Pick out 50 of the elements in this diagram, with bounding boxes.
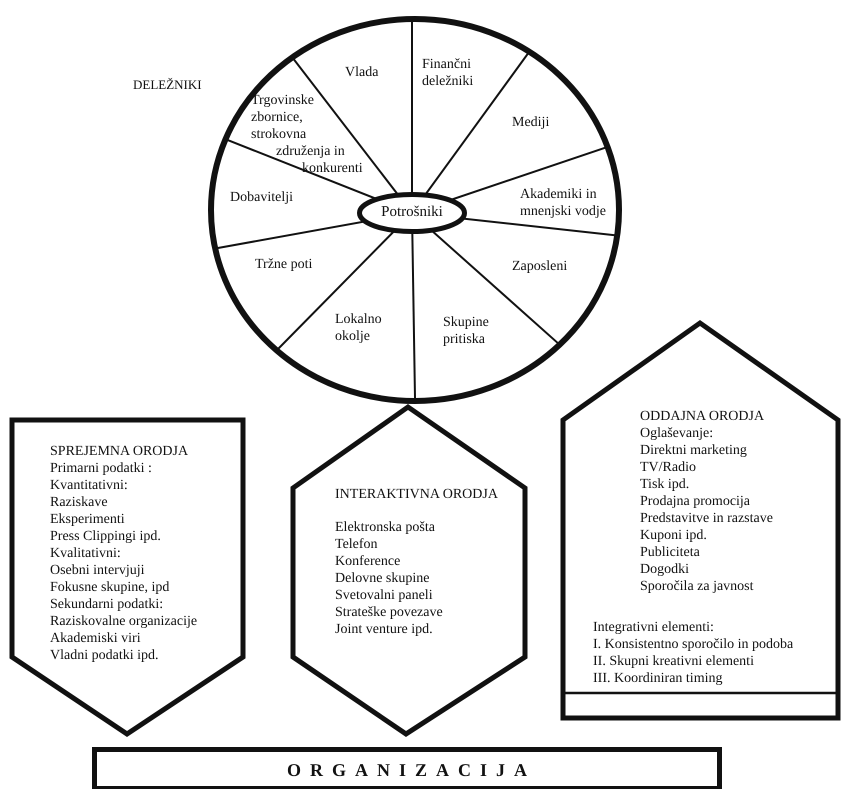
segment-label: Dobavitelji [230,190,293,205]
list-item: Tisk ipd. [640,476,690,493]
segment-label: Zaposleni [512,259,568,274]
list-item: Elektronska pošta [335,519,435,536]
segment-label: Tržne poti [255,257,312,272]
list-item: Joint venture ipd. [335,621,433,638]
list-item: Prodajna promocija [640,493,750,510]
list-item: Primarni podatki : [50,460,152,477]
list-item: Konference [335,553,400,570]
list-item: II. Skupni kreativni elementi [593,653,754,670]
list-item: Vladni podatki ipd. [50,647,158,664]
list-item: Delovne skupine [335,570,430,587]
list-item: Osebni intervjuji [50,562,144,579]
list-item: Kvantitativni: [50,477,128,494]
bar-label: ORGANIZACIJA [286,762,537,779]
segment-label: Akademiki in mnenjski vodje [520,187,606,219]
list-item: Integrativni elementi: [593,619,714,636]
section-heading: ODDAJNA ORODJA [640,408,764,425]
hub-label: Potrošniki [380,204,444,221]
list-item: Svetovalni paneli [335,587,433,604]
list-item: Sporočila za javnost [640,578,754,595]
list-item: Akademiski viri [50,630,141,647]
list-item: Kuponi ipd. [640,527,707,544]
list-item: Kvalitativni: [50,545,121,562]
list-item: Predstavitve in razstave [640,510,773,527]
list-item: Raziskave [50,494,108,511]
list-item: Eksperimenti [50,511,125,528]
title-bar [92,747,722,789]
list-item: Dogodki [640,561,689,578]
segment-label: Finančni deležniki [422,57,474,89]
list-item: Raziskovalne organizacije [50,613,198,630]
segment-label: Vlada [345,65,378,80]
section-heading: INTERAKTIVNA ORODJA [335,486,498,503]
list-item: Direktni marketing [640,442,747,459]
list-item: III. Koordiniran timing [593,670,722,687]
list-item: I. Konsistentno sporočilo in podoba [593,636,794,653]
segment-label: Trgovinske zbornice, strokovna združenja in konkurenti [251,93,363,176]
segment-label: Mediji [512,115,550,130]
segment-label: Skupine pritiska [443,315,489,347]
list-item: Sekundarni podatki: [50,596,164,613]
list-item: Press Clippingi ipd. [50,528,161,545]
list-item: Publiciteta [640,544,700,561]
list-item: TV/Radio [640,459,696,476]
segment-label: Lokalno okolje [335,312,382,344]
wheel-heading: DELEŽNIKI [133,76,202,93]
section-heading: SPREJEMNA ORODJA [50,443,188,460]
list-item: Telefon [335,536,378,553]
list-item: Oglaševanje: [640,425,714,442]
list-item: Strateške povezave [335,604,443,621]
list-item: Fokusne skupine, ipd [50,579,170,596]
